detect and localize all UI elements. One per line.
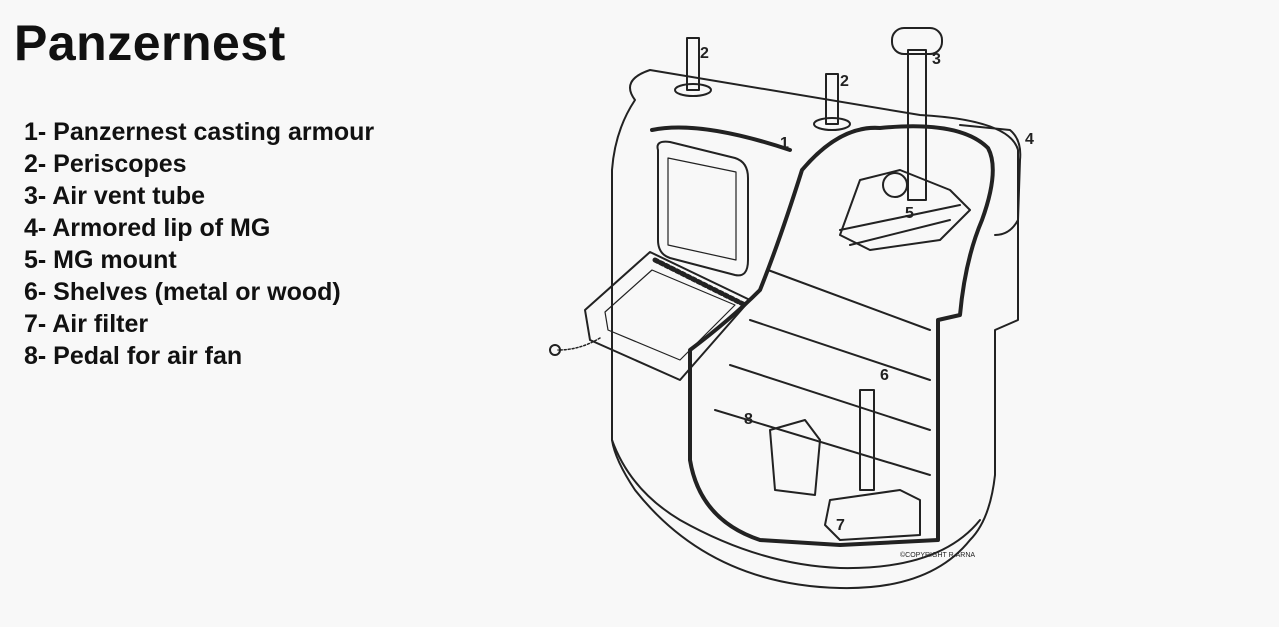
legend-list: 1- Panzernest casting armour 2- Periscop…	[24, 116, 374, 372]
legend-item-5: 5- MG mount	[24, 246, 177, 274]
panzernest-cutaway-drawing: 1 2 2 3 4 5 6 7 8 ©COPYRIGHT R.ARNA	[549, 27, 1034, 590]
callout-8: 8	[744, 411, 753, 428]
shelf-2	[749, 319, 931, 381]
air-filter	[824, 489, 921, 541]
legend-item-1: 1- Panzernest casting armour	[24, 118, 375, 146]
shelf-3	[729, 364, 931, 431]
callout-2a: 2	[700, 45, 709, 62]
vision-slit	[656, 140, 749, 277]
callout-2b: 2	[840, 73, 849, 90]
callout-6: 6	[880, 367, 889, 384]
callout-7: 7	[836, 517, 845, 534]
callout-1: 1	[780, 135, 789, 152]
callout-3: 3	[932, 51, 941, 68]
copyright-note: ©COPYRIGHT R.ARNA	[900, 551, 975, 559]
mg-mount	[839, 169, 971, 251]
legend-item-4: 4- Armored lip of MG	[24, 214, 271, 242]
legend-item-8: 8- Pedal for air fan	[24, 342, 243, 370]
cutaway-section	[688, 124, 995, 547]
page-title: Panzernest	[14, 15, 286, 71]
armor-casting-outline	[611, 69, 1019, 590]
hatch-door	[584, 251, 751, 381]
armored-lip-mg	[959, 124, 1022, 236]
shelf-4	[714, 409, 931, 476]
legend-item-7: 7- Air filter	[24, 310, 149, 338]
periscope-left	[686, 37, 700, 91]
callout-5: 5	[905, 205, 914, 222]
legend-item-6: 6- Shelves (metal or wood)	[24, 278, 341, 306]
air-fan-pedal	[769, 419, 821, 496]
air-vent-tube	[907, 49, 927, 201]
shelf-1	[767, 269, 931, 331]
callout-4: 4	[1025, 131, 1034, 148]
legend-item-2: 2- Periscopes	[24, 150, 187, 178]
periscope-right	[825, 73, 839, 125]
legend-item-3: 3- Air vent tube	[24, 182, 206, 210]
